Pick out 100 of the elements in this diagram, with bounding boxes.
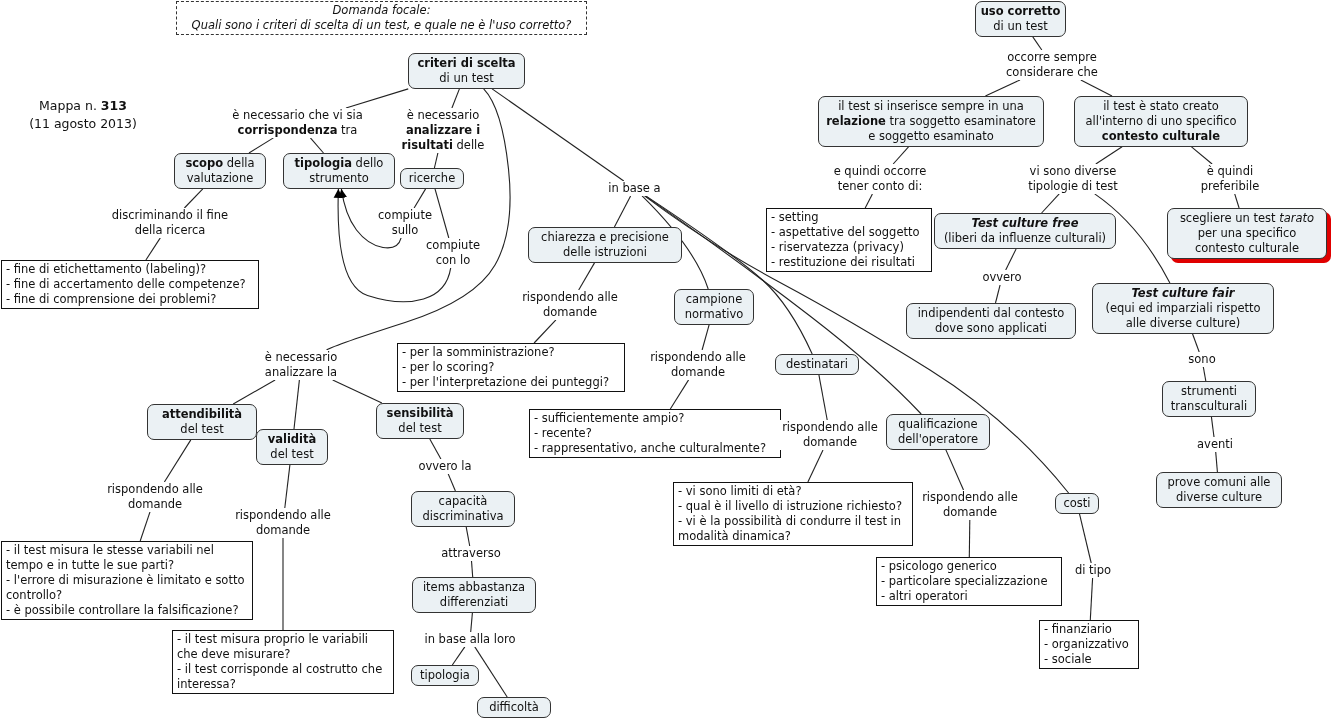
heading-text: Test culture free xyxy=(970,216,1080,231)
connector-line xyxy=(669,379,690,410)
linking-phrase: rispondendo alle domande xyxy=(520,290,620,320)
connector-line xyxy=(1032,36,1043,51)
connector-line xyxy=(643,195,1070,494)
connector-line xyxy=(325,88,511,351)
concept-box: destinatari xyxy=(775,354,859,375)
connector-line xyxy=(818,374,828,421)
focus-question-text: Quali sono i criteri di scelta di un test, e quale ne è l'uso corretto? xyxy=(190,17,573,33)
list-item: - restituzione dei risultati xyxy=(771,254,917,270)
connector-line xyxy=(641,195,709,290)
connector-line xyxy=(994,284,1001,304)
arrow xyxy=(333,188,452,303)
arrow xyxy=(338,188,402,249)
list-item: - sufficientemente ampio? xyxy=(534,411,686,426)
question-list-box xyxy=(529,409,781,458)
concept-box: uso corretto di un test xyxy=(975,1,1066,37)
concept-box: il test è stato creato all'interno di uno specifico contesto culturale xyxy=(1074,96,1248,147)
concept-box: sensibilità del test xyxy=(376,403,464,439)
connector-line xyxy=(1234,193,1240,209)
connector-line xyxy=(864,193,873,209)
list-item: - vi sono limiti di età? xyxy=(678,484,803,499)
list-item: - psicologo generico xyxy=(881,559,998,574)
connector-line xyxy=(429,438,442,460)
concept-box: capacità discriminativa xyxy=(411,491,515,527)
connector-line xyxy=(447,473,456,492)
heading-text: Domanda focale: xyxy=(331,3,432,18)
connector-line xyxy=(945,449,965,491)
concept-box: costi xyxy=(1055,493,1099,514)
linking-phrase: rispondendo alle domande xyxy=(105,482,205,512)
list-item: - altri operatori xyxy=(881,588,969,604)
list-item: - particolare specializzazione xyxy=(881,573,1049,589)
list-item: - l'errore di misurazione è limitato e sotto controllo? xyxy=(6,572,246,603)
list-item: - fine di etichettamento (labeling)? xyxy=(6,262,208,277)
connector-line xyxy=(984,79,1021,97)
connector-line xyxy=(1202,366,1207,382)
connector-line xyxy=(1094,193,1171,284)
connector-line xyxy=(465,526,471,547)
list-item: - rappresentativo, anche culturalmente? xyxy=(534,440,767,456)
question-list-box xyxy=(1,260,259,309)
connector-line xyxy=(332,379,383,404)
list-item: - fine di comprensione dei problemi? xyxy=(6,291,218,307)
connector-line xyxy=(284,464,291,509)
connector-line xyxy=(807,449,824,483)
linking-phrase: rispondendo alle domande xyxy=(648,350,748,380)
list-item: - finanziario xyxy=(1044,622,1113,637)
connector-line xyxy=(1191,333,1200,353)
connector-line xyxy=(293,379,300,430)
concept-box: scopo della valutazione xyxy=(174,153,266,189)
list-item: - organizzativo xyxy=(1044,636,1130,652)
connector-line xyxy=(701,324,710,351)
list-item: - qual è il livello di istruzione richiesto? xyxy=(678,498,903,514)
date-text: (11 agosto 2013) xyxy=(28,116,138,131)
concept-box: criteri di scelta di un test xyxy=(408,53,525,89)
list-item: - setting xyxy=(771,210,820,225)
concept-box: qualificazione dell'operatore xyxy=(886,414,990,450)
concept-box: strumenti transculturali xyxy=(1162,381,1256,417)
heading-text: Test culture fair xyxy=(1130,286,1236,301)
connector-line xyxy=(163,439,192,483)
connector-line xyxy=(470,612,473,633)
list-item: - il test corrisponde al costrutto che interessa? xyxy=(177,661,384,692)
question-list-box xyxy=(397,343,625,392)
concept-box: items abbastanza differenziati xyxy=(412,577,536,613)
connector-line xyxy=(183,188,204,209)
connector-line xyxy=(248,137,274,154)
concept-text: (equi ed imparziali rispetto alle diverse culture) xyxy=(1104,300,1262,331)
concept-box: tipologia dello strumento xyxy=(283,153,395,189)
list-item: - sociale xyxy=(1044,651,1093,667)
question-list-box xyxy=(1039,620,1139,669)
connector-line xyxy=(434,188,450,239)
concept-box: attendibilità del test xyxy=(147,404,257,440)
concept-box: validità del test xyxy=(256,429,328,465)
list-item: - riservatezza (privacy) xyxy=(771,239,905,255)
concept-box: chiarezza e precisione delle istruzioni xyxy=(528,227,682,263)
question-list-box xyxy=(172,630,394,694)
connector-line xyxy=(1215,451,1218,473)
concept-text: (liberi da influenze culturali) xyxy=(942,230,1108,246)
connector-line xyxy=(1005,248,1017,271)
connector-line xyxy=(1095,146,1123,165)
list-item: - per la somministrazione? xyxy=(402,345,556,360)
concept-box: indipendenti dal contesto dove sono applicati xyxy=(906,303,1076,339)
question-list-box xyxy=(673,482,913,546)
question-list-box xyxy=(876,557,1062,606)
connector-line xyxy=(1080,79,1113,97)
connector-line xyxy=(968,519,971,558)
connector-line xyxy=(345,88,409,109)
connector-line xyxy=(413,188,427,209)
connector-line xyxy=(1190,146,1213,165)
connector-line xyxy=(644,195,922,415)
connector-line xyxy=(578,262,596,291)
list-item: - recente? xyxy=(534,425,593,441)
connector-line xyxy=(613,195,632,228)
connector-line xyxy=(474,646,508,698)
connector-line xyxy=(892,146,910,165)
connector-line xyxy=(1089,577,1094,621)
concept-box: ricerche xyxy=(400,168,464,189)
focus-question-box xyxy=(176,1,587,35)
question-list-box xyxy=(1,541,253,620)
concept-box: difficoltà xyxy=(477,697,551,718)
list-item: - il test misura proprio le variabili che deve misurare? xyxy=(177,632,370,662)
